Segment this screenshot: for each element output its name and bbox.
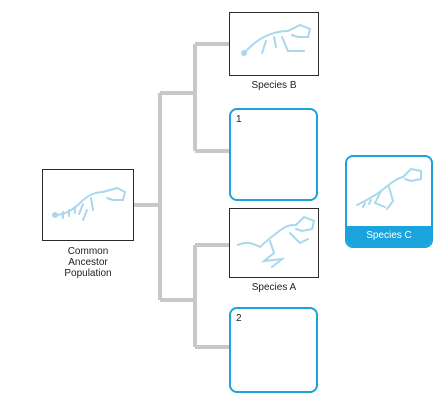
dinosaur-skeleton-icon (52, 186, 127, 221)
species-a-caption: Species A (251, 282, 297, 293)
species-b-node (229, 12, 319, 76)
dinosaur-skeleton-icon (241, 23, 312, 56)
slot-1-number: 1 (236, 114, 242, 125)
empty-slot-1[interactable]: 1 (229, 108, 318, 201)
ancestor-caption-line-2: Ancestor (68, 257, 108, 268)
species-b-caption: Species B (251, 80, 297, 91)
ancestor-caption: Common Ancestor Population (42, 246, 134, 279)
dinosaur-skeleton-icon (237, 215, 316, 268)
empty-slot-2[interactable]: 2 (229, 307, 318, 393)
ancestor-node (42, 169, 134, 241)
ancestor-caption-line-3: Population (64, 268, 112, 279)
ancestor-caption-line-1: Common (67, 246, 109, 257)
dinosaur-skeleton-icon (356, 167, 422, 210)
species-a-node (229, 208, 319, 278)
slot-2-number: 2 (236, 313, 242, 324)
species-c-label: Species C (347, 226, 431, 246)
species-c-card[interactable]: Species C (345, 155, 433, 248)
